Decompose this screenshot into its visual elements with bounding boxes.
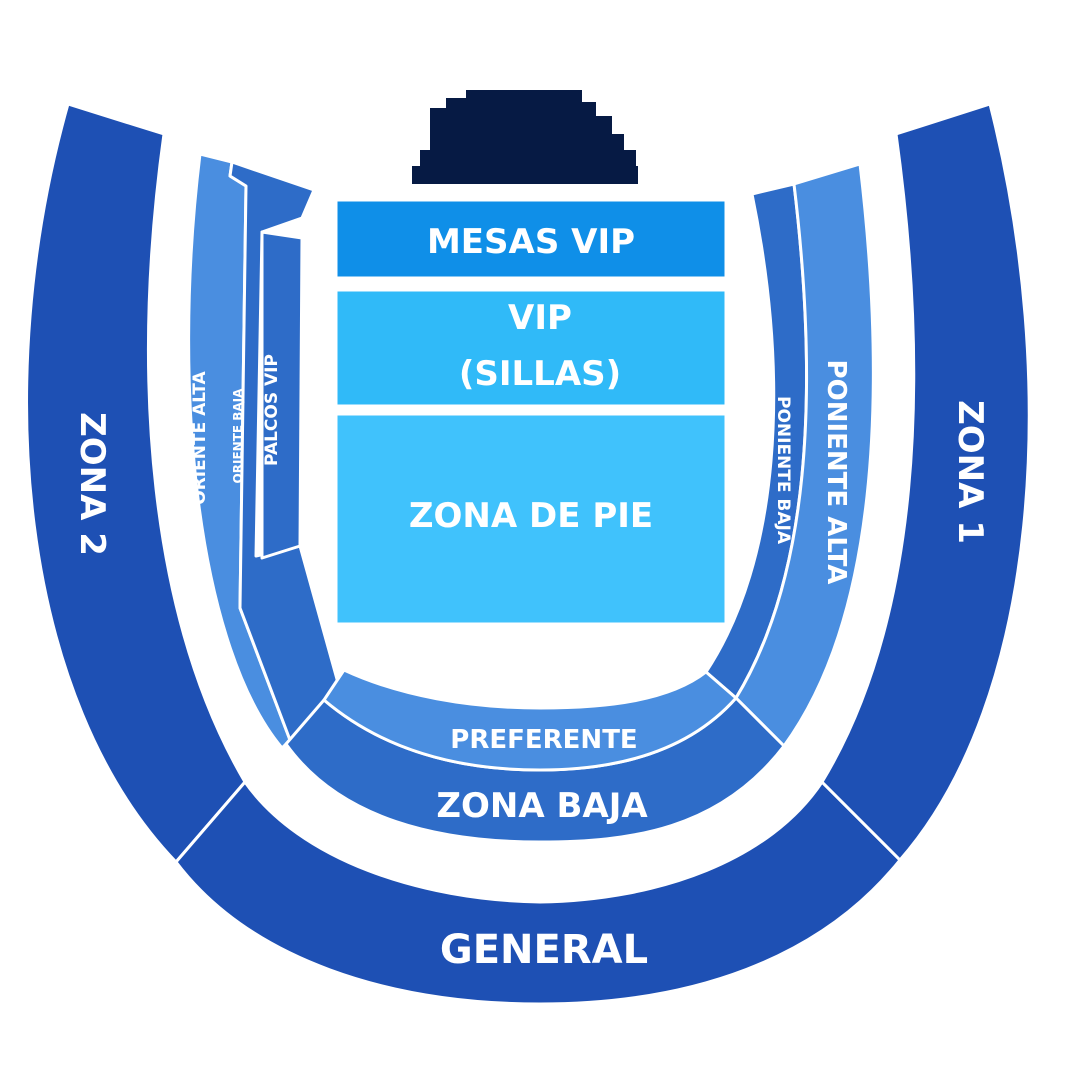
label-palcos-vip: PALCOS VIP bbox=[262, 354, 282, 466]
label-general: GENERAL bbox=[440, 927, 648, 973]
label-poniente-baja: PONIENTE BAJA bbox=[773, 396, 793, 545]
label-zona-1: ZONA 1 bbox=[950, 400, 990, 544]
label-preferente: PREFERENTE bbox=[450, 725, 637, 755]
label-vip: VIP bbox=[508, 298, 572, 338]
section-oriente-alta[interactable] bbox=[187, 152, 292, 750]
label-oriente-baja: ORIENTE BAJA bbox=[231, 388, 245, 484]
stage-icon bbox=[412, 90, 638, 184]
section-mesas-vip[interactable] bbox=[334, 198, 728, 280]
section-poniente-alta[interactable] bbox=[734, 162, 875, 748]
label-zona-2: ZONA 2 bbox=[72, 412, 112, 556]
label-mesas-vip: MESAS VIP bbox=[427, 222, 635, 262]
label-vip-sillas: (SILLAS) bbox=[459, 354, 621, 394]
label-oriente-alta: ORIENTE ALTA bbox=[190, 370, 210, 504]
label-zona-de-pie: ZONA DE PIE bbox=[409, 496, 653, 536]
section-vip-sillas[interactable] bbox=[334, 288, 728, 408]
section-general[interactable] bbox=[174, 780, 902, 1006]
label-zona-baja: ZONA BAJA bbox=[436, 786, 648, 826]
section-palcos-vip[interactable] bbox=[260, 230, 304, 560]
section-zona-de-pie[interactable] bbox=[334, 412, 728, 626]
label-poniente-alta: PONIENTE ALTA bbox=[821, 360, 851, 585]
section-zona-1[interactable] bbox=[820, 102, 1031, 862]
section-preferente[interactable] bbox=[322, 668, 738, 772]
